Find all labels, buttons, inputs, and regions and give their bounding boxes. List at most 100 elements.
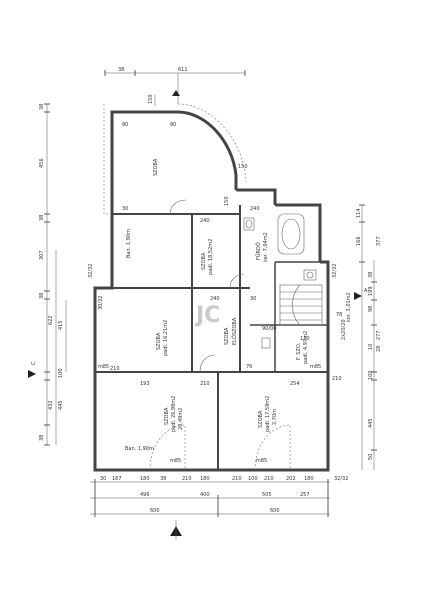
section-label-c: C <box>31 361 37 365</box>
dim-b-180a: 180 <box>140 476 150 482</box>
section-arrow-top <box>172 90 180 96</box>
dim-m85b: m85 <box>310 364 321 370</box>
watermark-logo: JC <box>194 303 220 328</box>
dim-9000: 90/00 <box>262 326 276 332</box>
dim-b-496: 496 <box>140 492 150 498</box>
staircase <box>279 284 323 326</box>
dim-b-600a: 600 <box>150 508 160 514</box>
dim-150a: 150 <box>148 94 154 104</box>
dim-210a: 210 <box>110 366 120 372</box>
section-arrow-right <box>354 292 362 300</box>
dim-top-611: 611 <box>178 67 188 73</box>
dim-b-600b: 600 <box>270 508 280 514</box>
room-feszo: F. SZO. <box>296 342 302 360</box>
room-szoba-2-area: padl. 18,52m2 <box>208 239 214 275</box>
dim-240b: 240 <box>250 206 260 212</box>
room-furdo-area: ker. 7,04m2 <box>263 232 269 262</box>
dim-3232a: 32/32 <box>88 264 94 278</box>
room-furdo: FÜRDŐ <box>255 242 262 260</box>
room-szoba-4-area: padl. 26,98m2 <box>171 396 177 432</box>
dim-150c: 150 <box>224 196 230 206</box>
dim-130: 130 <box>300 336 310 342</box>
dim-right-38: 38 <box>368 272 374 278</box>
bottom-dimension-chain: 30 167 180 38 210 180 210 100 210 202 18… <box>90 476 348 517</box>
dim-b-167: 167 <box>112 476 122 482</box>
dim-m85a: m85 <box>98 364 109 370</box>
dim-left-38a: 38 <box>39 104 45 110</box>
room-labels: SZOBA SZOBA padl. 18,52m2 Ban. 1,90m SZO… <box>125 158 352 452</box>
room-feszo-area: padl. 4,97m2 <box>303 331 309 364</box>
dim-left-38d: 38 <box>39 435 45 441</box>
room-eloszoba: ELŐSZOBA <box>231 317 238 345</box>
room-szoba-5-area: padl. 17,59m2 <box>265 396 271 432</box>
dim-b-3232: 32/32 <box>334 476 348 482</box>
dim-right-445: 445 <box>368 418 374 428</box>
dim-b-210c: 210 <box>264 476 274 482</box>
dim-b-38: 38 <box>160 476 166 482</box>
dim-top-38: 38 <box>118 67 124 73</box>
room-szoba-4-height: 20,49m2 <box>178 408 184 430</box>
dim-right-199: 199 <box>368 286 374 296</box>
bathroom-fixtures <box>243 213 317 349</box>
room-kamra: SZOBA <box>224 327 230 345</box>
room-szoba-5: SZOBA <box>258 410 264 428</box>
dim-210b: 210 <box>200 381 210 387</box>
top-dimension-chain: 38 611 <box>104 67 246 106</box>
dim-b-180c: 180 <box>304 476 314 482</box>
dim-240c: 240 <box>210 296 220 302</box>
dim-b-100: 100 <box>248 476 258 482</box>
door-swings <box>149 199 291 471</box>
dim-left-307: 307 <box>39 250 45 260</box>
dim-left-415: 415 <box>58 320 64 330</box>
dim-left-456: 456 <box>39 158 45 168</box>
dim-left-445: 445 <box>58 400 64 410</box>
inner-dimensions: 150 90 90 150 150 240 240 240 30/32 32/3… <box>88 94 347 464</box>
section-label-a: A <box>364 288 368 294</box>
room-szoba-4: SZOBA <box>164 407 170 425</box>
dim-76: 76 <box>246 364 252 370</box>
dim-b-257: 257 <box>300 492 310 498</box>
dim-right-100: 100 <box>368 370 374 380</box>
room-szoba-3-area: padl. 16,21m2 <box>163 320 169 356</box>
room-kor: kor. 3,01m2 <box>346 292 352 322</box>
dim-b-202: 202 <box>286 476 296 482</box>
dim-m85d: m85 <box>256 458 267 464</box>
dim-254: 254 <box>290 381 300 387</box>
dim-right-50: 50 <box>368 454 374 460</box>
left-dimension-chain: 38 456 38 307 38 622 415 432 38 100 445 <box>39 103 67 446</box>
dim-m85c: m85 <box>170 458 181 464</box>
dim-b-30: 30 <box>100 476 106 482</box>
room-szoba-2: SZOBA <box>201 252 207 270</box>
dim-2420: 2x20/20 <box>341 319 347 340</box>
dim-b-505: 505 <box>262 492 272 498</box>
dim-right-10: 10 <box>368 344 374 350</box>
dim-30b: 30 <box>250 296 256 302</box>
dim-right-277: 277 <box>376 330 382 340</box>
section-arrow-left <box>28 370 36 378</box>
outer-walls <box>93 110 330 472</box>
dim-240a: 240 <box>200 218 210 224</box>
room-szoba-5-height: 2,70m <box>272 409 278 425</box>
dim-b-210a: 210 <box>182 476 192 482</box>
dim-90a: 90 <box>122 122 128 128</box>
dim-right-166: 166 <box>356 236 362 246</box>
room-szoba-1: SZOBA <box>153 158 159 176</box>
dim-90b: 90 <box>170 122 176 128</box>
room-ban: Ban. 1,90m <box>126 229 132 258</box>
dim-left-38b: 38 <box>39 215 45 221</box>
dim-right-377: 377 <box>376 236 382 246</box>
dim-b-400: 400 <box>200 492 210 498</box>
right-dimension-chain: 114 166 377 38 199 98 277 10 28 100 445 … <box>356 204 382 470</box>
room-szoba-3: SZOBA <box>156 332 162 350</box>
dim-right-114: 114 <box>356 208 362 218</box>
dim-b-180b: 180 <box>200 476 210 482</box>
dim-left-38c: 38 <box>39 293 45 299</box>
dim-right-28: 28 <box>376 346 382 352</box>
dim-210c: 210 <box>332 376 342 382</box>
dim-3232b: 32/32 <box>332 264 338 278</box>
dim-b-210b: 210 <box>232 476 242 482</box>
dim-left-432: 432 <box>48 400 54 410</box>
dim-193: 193 <box>140 381 150 387</box>
dim-78: 78 <box>336 312 342 318</box>
